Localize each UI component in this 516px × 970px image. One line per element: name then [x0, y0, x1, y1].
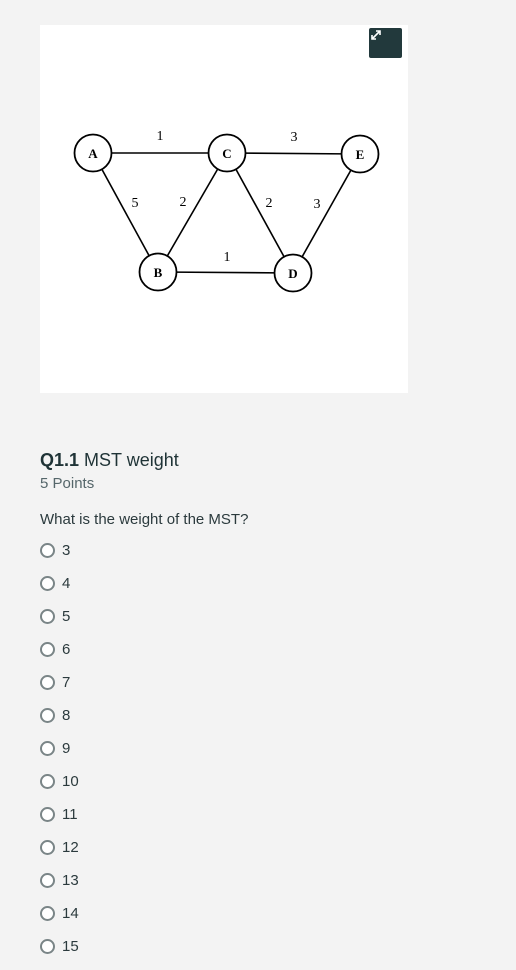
answer-option-5[interactable]: 5 [40, 600, 79, 633]
answer-options: 3 4 5 6 7 8 9 10 11 12 13 14 15 [40, 534, 79, 963]
question-number: Q1.1 [40, 450, 80, 470]
edge-weight-C-D: 2 [266, 196, 273, 211]
answer-option-label: 15 [62, 938, 79, 955]
edge-B-D [157, 271, 294, 274]
edge-C-E [226, 152, 361, 155]
answer-option-7[interactable]: 7 [40, 666, 79, 699]
answer-option-label: 9 [62, 740, 71, 757]
answer-option-12[interactable]: 12 [40, 831, 79, 864]
answer-option-label: 11 [62, 806, 78, 823]
radio-button[interactable] [40, 840, 55, 855]
node-label-D: D [288, 266, 297, 281]
node-label-C: C [222, 146, 231, 161]
answer-option-13[interactable]: 13 [40, 864, 79, 897]
question-title-text: MST weight [84, 450, 179, 470]
radio-button[interactable] [40, 708, 55, 723]
answer-option-label: 3 [62, 542, 71, 559]
answer-option-9[interactable]: 9 [40, 732, 79, 765]
question-points: 5 Points [40, 475, 95, 492]
answer-option-label: 14 [62, 905, 79, 922]
answer-option-label: 6 [62, 641, 71, 658]
answer-option-3[interactable]: 3 [40, 534, 79, 567]
radio-button[interactable] [40, 642, 55, 657]
edge-E-D [292, 153, 361, 274]
node-label-B: B [154, 265, 163, 280]
radio-button[interactable] [40, 675, 55, 690]
node-label-A: A [88, 146, 98, 161]
answer-option-4[interactable]: 4 [40, 567, 79, 600]
expand-arrows-icon [371, 30, 381, 40]
radio-button[interactable] [40, 543, 55, 558]
question-title: Q1.1 MST weight [40, 450, 179, 471]
answer-option-label: 13 [62, 872, 79, 889]
radio-button[interactable] [40, 576, 55, 591]
node-C [207, 133, 247, 173]
radio-button[interactable] [40, 939, 55, 954]
edge-weight-A-C: 1 [157, 129, 164, 144]
edge-weight-C-B: 2 [180, 195, 187, 210]
edge-weight-E-D: 3 [314, 197, 321, 212]
radio-button[interactable] [40, 906, 55, 921]
answer-option-14[interactable]: 14 [40, 897, 79, 930]
answer-option-8[interactable]: 8 [40, 699, 79, 732]
node-E [340, 134, 380, 174]
answer-option-10[interactable]: 10 [40, 765, 79, 798]
question-prompt: What is the weight of the MST? [40, 511, 249, 528]
answer-option-label: 5 [62, 608, 71, 625]
answer-option-label: 4 [62, 575, 71, 592]
node-A [73, 133, 113, 173]
node-D [273, 253, 313, 293]
answer-option-label: 7 [62, 674, 71, 691]
radio-button[interactable] [40, 609, 55, 624]
radio-button[interactable] [40, 774, 55, 789]
answer-option-label: 10 [62, 773, 79, 790]
radio-button[interactable] [40, 741, 55, 756]
edge-weight-C-E: 3 [291, 130, 298, 145]
answer-option-11[interactable]: 11 [40, 798, 79, 831]
edge-C-D [226, 152, 294, 274]
edge-weight-A-B: 5 [132, 196, 139, 211]
node-label-E: E [356, 147, 365, 162]
edge-A-B [92, 152, 159, 273]
radio-button[interactable] [40, 873, 55, 888]
answer-option-15[interactable]: 15 [40, 930, 79, 963]
edge-C-B [157, 152, 228, 273]
radio-button[interactable] [40, 807, 55, 822]
answer-option-6[interactable]: 6 [40, 633, 79, 666]
answer-option-label: 8 [62, 707, 71, 724]
answer-option-label: 12 [62, 839, 79, 856]
expand-button[interactable] [369, 28, 402, 58]
edge-weight-B-D: 1 [224, 250, 231, 265]
node-B [138, 252, 178, 292]
